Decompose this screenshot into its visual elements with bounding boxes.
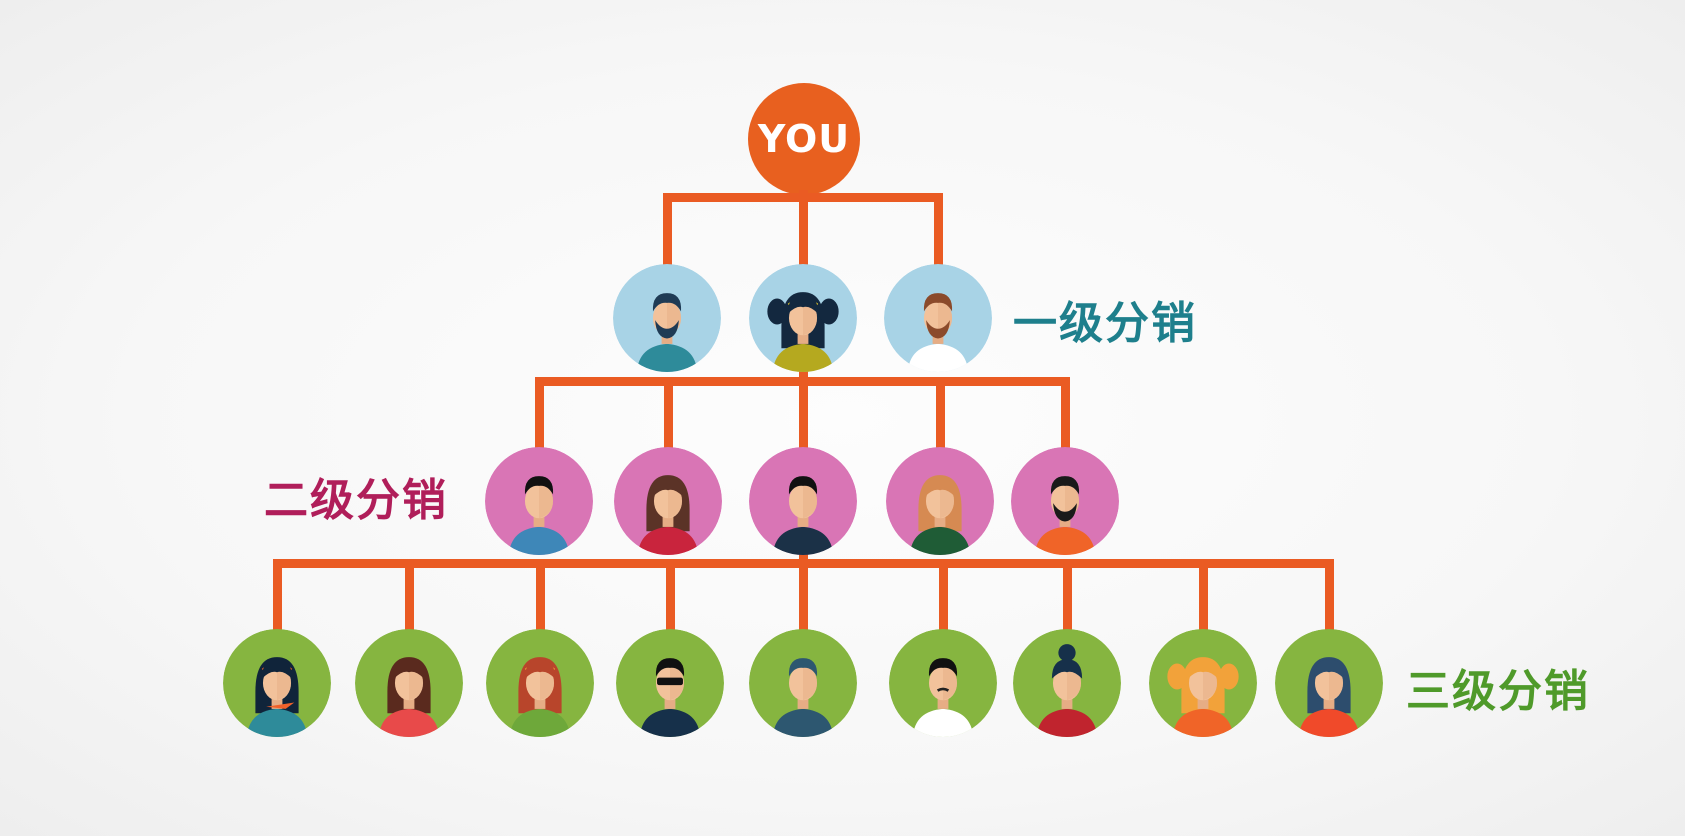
level-3-member-5 [749, 629, 857, 737]
man-mustache-avatar-icon [889, 629, 997, 737]
level-3-member-9 [1275, 629, 1383, 737]
level-3-member-1 [223, 629, 331, 737]
level-2-label: 二级分销 [264, 475, 448, 526]
level-1-drop-line [662, 197, 672, 266]
level-1-drop-line [933, 197, 943, 266]
level-2-drop-line [798, 381, 808, 449]
woman-bun-avatar-icon [1013, 629, 1121, 737]
level-1-drop-line [798, 197, 808, 266]
level-2-drop-line [935, 381, 945, 449]
man-sunglasses-avatar-icon [616, 629, 724, 737]
level-1-label: 一级分销 [1013, 298, 1197, 349]
level-3-drop-line [938, 563, 948, 631]
level-2-member-4 [886, 447, 994, 555]
man-brown-beard-vest-avatar-icon [884, 264, 992, 372]
level-3-drop-line [1062, 563, 1072, 631]
man-beard-orange-avatar-icon [1011, 447, 1119, 555]
woman-dark-hair-avatar-icon [1275, 629, 1383, 737]
level-3-drop-line [535, 563, 545, 631]
level-3-drop-line [665, 563, 675, 631]
girl-pigtails-headband-avatar-icon [749, 264, 857, 372]
level-3-feed-line [798, 553, 808, 563]
man-suit-avatar-icon [749, 447, 857, 555]
level-3-drop-line [272, 563, 282, 631]
man-beard-teal-shirt-avatar-icon [613, 264, 721, 372]
level-3-label: 三级分销 [1406, 666, 1590, 717]
level-2-member-5 [1011, 447, 1119, 555]
woman-long-hair-necklace-avatar-icon [614, 447, 722, 555]
level-2-member-1 [485, 447, 593, 555]
level-3-member-2 [355, 629, 463, 737]
woman-curly-hair-avatar-icon [355, 629, 463, 737]
level-1-member-2 [749, 264, 857, 372]
level-3-member-7 [1013, 629, 1121, 737]
level-3-drop-line [798, 563, 808, 631]
man-blue-hair-avatar-icon [749, 629, 857, 737]
you-label: YOU [757, 117, 851, 161]
level-2-member-2 [614, 447, 722, 555]
level-2-drop-line [1060, 381, 1070, 449]
level-3-drop-line [1324, 563, 1334, 631]
level-3-drop-line [404, 563, 414, 631]
level-3-member-6 [889, 629, 997, 737]
girl-blonde-pigtails-avatar-icon [1149, 629, 1257, 737]
woman-scarf-headband-avatar-icon [223, 629, 331, 737]
level-2-drop-line [534, 381, 544, 449]
you-root-node: YOU [748, 83, 860, 195]
level-3-drop-line [1198, 563, 1208, 631]
woman-red-hair-headband-avatar-icon [486, 629, 594, 737]
level-1-member-1 [613, 264, 721, 372]
level-2-feed-line [798, 370, 808, 381]
level-3-member-3 [486, 629, 594, 737]
woman-auburn-bob-avatar-icon [886, 447, 994, 555]
level-3-member-8 [1149, 629, 1257, 737]
boy-collar-blue-avatar-icon [485, 447, 593, 555]
level-2-drop-line [663, 381, 673, 449]
level-3-member-4 [616, 629, 724, 737]
level-1-member-3 [884, 264, 992, 372]
level-2-member-3 [749, 447, 857, 555]
